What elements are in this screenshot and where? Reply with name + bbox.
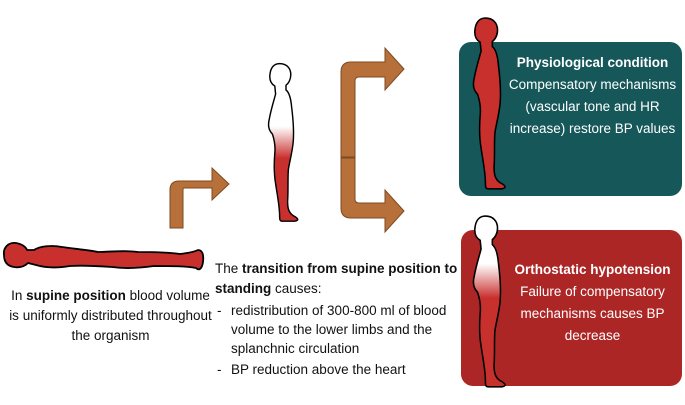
supine-caption: In supine position blood volume is unifo… <box>8 286 213 346</box>
orthostatic-title: Orthostatic hypotension <box>514 262 671 277</box>
transition-caption: The transition from supine position to s… <box>215 259 460 381</box>
orthostatic-body: Failure of compensatory mechanisms cause… <box>520 284 665 343</box>
transition-effect-item: redistribution of 300-800 ml of blood vo… <box>215 301 460 358</box>
supine-caption-bold: supine position <box>26 288 126 303</box>
physiological-title: Physiological condition <box>516 55 669 70</box>
physiological-text: Physiological condition Compensatory mec… <box>505 52 680 140</box>
arrow-supine-to-standing <box>169 166 230 229</box>
orthostatic-text: Orthostatic hypotension Failure of compe… <box>505 259 680 347</box>
supine-caption-suffix: blood volume is uniformly distributed th… <box>9 288 212 343</box>
standing-figure-transition <box>267 62 299 223</box>
transition-effect-item: BP reduction above the heart <box>215 360 460 379</box>
physiological-body: Compensatory mechanisms (vascular tone a… <box>508 77 677 136</box>
supine-figure <box>3 242 205 271</box>
transition-effects-list: redistribution of 300-800 ml of blood vo… <box>215 301 460 379</box>
transition-caption-bold: transition from supine position to stand… <box>215 261 458 296</box>
transition-caption-suffix: causes: <box>271 281 322 296</box>
transition-caption-prefix: The <box>215 261 243 276</box>
physiological-box <box>459 42 682 196</box>
arrow-up-to-physiological <box>340 46 405 158</box>
supine-caption-prefix: In <box>11 288 27 303</box>
orthostatic-box <box>461 230 682 386</box>
arrow-down-to-orthostatic <box>340 157 405 234</box>
